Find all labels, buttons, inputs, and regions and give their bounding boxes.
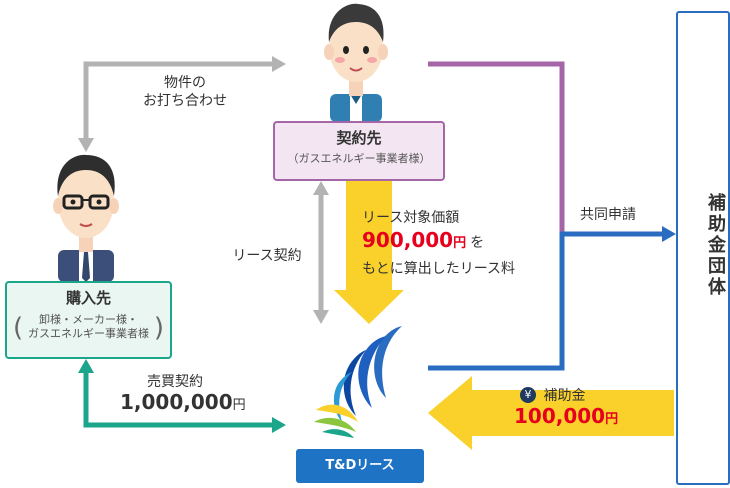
buyer-person-icon bbox=[53, 154, 119, 282]
inspection-label-line1: 物件の bbox=[164, 75, 206, 91]
lease-fee-arrow-shaft bbox=[346, 180, 392, 292]
buyer-paren-left: ( bbox=[13, 313, 24, 343]
inspection-label-line2: お打ち合わせ bbox=[143, 93, 227, 110]
inspection-label: 物件の お打ち合わせ bbox=[130, 74, 240, 110]
lease-value-yen: 円 bbox=[453, 236, 467, 251]
buyer-paren-right: ) bbox=[153, 313, 164, 343]
inspection-arrow bbox=[83, 61, 272, 138]
yen-coin-icon: ¥ bbox=[520, 387, 536, 403]
subsidy-yen: 円 bbox=[605, 412, 619, 427]
lessor-logo-icon bbox=[314, 326, 402, 438]
lease-value-line1: リース対象価額 bbox=[362, 210, 460, 226]
contractor-person-icon bbox=[324, 3, 388, 122]
subsidy-label: 補助金 bbox=[543, 388, 586, 404]
subsidy-amount: 100,000 bbox=[514, 404, 606, 428]
contractor-box: 契約先 （ガスエネルギー事業者様） bbox=[273, 121, 445, 181]
lessor-application-line bbox=[428, 231, 662, 371]
inspection-arrowhead-down bbox=[78, 138, 94, 152]
inspection-arrowhead-right bbox=[272, 56, 286, 72]
contractor-subtitle: （ガスエネルギー事業者様） bbox=[287, 151, 431, 165]
lease-value-amount: 900,000 bbox=[362, 228, 454, 252]
lease-value-line2: 900,000円を bbox=[362, 228, 484, 252]
subsidy-org-box: 補助金団体 bbox=[676, 11, 730, 485]
subsidy-amount-line: 100,000円 bbox=[514, 404, 618, 428]
lease-fee-arrow-head bbox=[334, 290, 404, 324]
sales-contract-line bbox=[83, 372, 272, 428]
sales-yen: 円 bbox=[232, 398, 246, 413]
subsidy-arrow-shaft bbox=[470, 390, 674, 436]
lease-arrowhead-up bbox=[313, 181, 329, 195]
subsidy-arrow-head bbox=[428, 376, 472, 450]
joint-application-label: 共同申請 bbox=[580, 207, 636, 223]
sales-arrowhead-up bbox=[78, 359, 94, 373]
buyer-title: 購入先 bbox=[65, 289, 111, 307]
buyer-subtitle-line2: ガスエネルギー事業者様 bbox=[28, 326, 149, 340]
sales-contract-label: 売買契約 bbox=[147, 374, 203, 390]
lease-arrowhead-down bbox=[313, 310, 329, 324]
sales-arrowhead-right bbox=[272, 417, 286, 433]
lessor-logo-label: T&Dリース bbox=[296, 449, 424, 483]
lease-value-suffix: を bbox=[470, 235, 485, 251]
subsidy-org-label: 補助金団体 bbox=[705, 193, 726, 298]
contractor-title: 契約先 bbox=[336, 129, 382, 147]
sales-amount: 1,000,000 bbox=[120, 390, 233, 414]
contractor-application-line bbox=[428, 61, 565, 232]
buyer-subtitle-line1: 卸様・メーカー様・ bbox=[39, 312, 138, 326]
lease-contract-label: リース契約 bbox=[232, 248, 302, 264]
sales-amount-line: 1,000,000円 bbox=[120, 390, 260, 414]
buyer-box: 購入先 ( ) 卸様・メーカー様・ ガスエネルギー事業者様 bbox=[5, 281, 172, 359]
subsidy-label-line: ¥ 補助金 bbox=[520, 385, 585, 405]
lease-value-line3: もとに算出したリース料 bbox=[362, 261, 516, 277]
application-arrowhead bbox=[662, 226, 676, 242]
